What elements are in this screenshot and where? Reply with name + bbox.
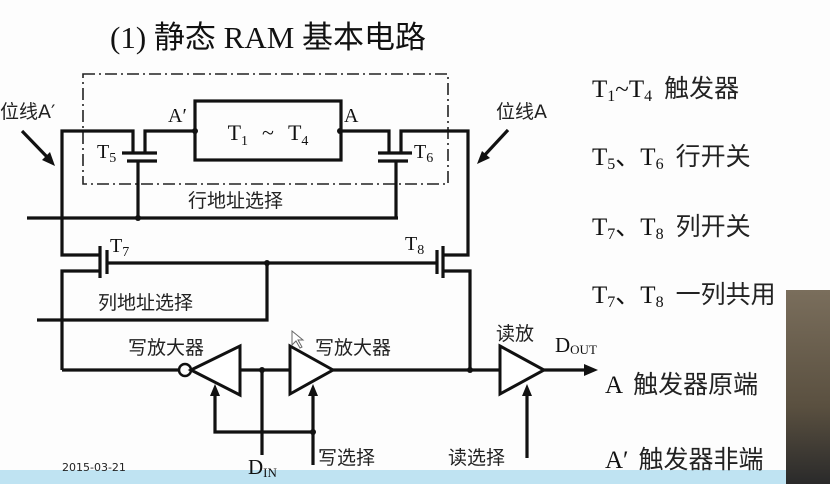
- write-amp-left-label: 写放大器: [128, 337, 204, 359]
- read-amplifier: [498, 343, 548, 397]
- slide-footer-band: [0, 470, 786, 484]
- mouse-cursor-icon: [291, 329, 305, 349]
- read-select-label: 读选择: [448, 447, 505, 469]
- flipflop-label: T1~T4: [228, 120, 309, 149]
- t7-label: T7: [110, 235, 129, 260]
- cell-boundary: [82, 73, 449, 185]
- bitline-a-label: 位线A: [496, 101, 547, 123]
- write-select-label: 写选择: [318, 447, 375, 469]
- col-select-label: 列地址选择: [98, 292, 193, 314]
- t5-label: T5: [97, 141, 116, 166]
- write-amp-right-label: 写放大器: [315, 337, 391, 359]
- node-a-prime-label: A′: [168, 105, 187, 127]
- write-amplifier: [288, 343, 337, 397]
- video-overlay: [786, 290, 830, 484]
- bitline-a-prime-label: 位线A′: [0, 101, 55, 123]
- dout-label: DOUT: [555, 333, 597, 357]
- t8-label: T8: [405, 233, 424, 258]
- din-label: DIN: [248, 455, 278, 480]
- read-amp-label: 读放: [496, 323, 534, 345]
- slide-title: (1) 静态 RAM 基本电路: [110, 20, 426, 55]
- t6-label: T6: [414, 141, 433, 166]
- node-a-label: A: [344, 105, 359, 127]
- footer-date: 2015-03-21: [62, 461, 126, 474]
- legend-item: A′触发器非端: [605, 445, 764, 474]
- row-select-label: 行地址选择: [188, 190, 283, 212]
